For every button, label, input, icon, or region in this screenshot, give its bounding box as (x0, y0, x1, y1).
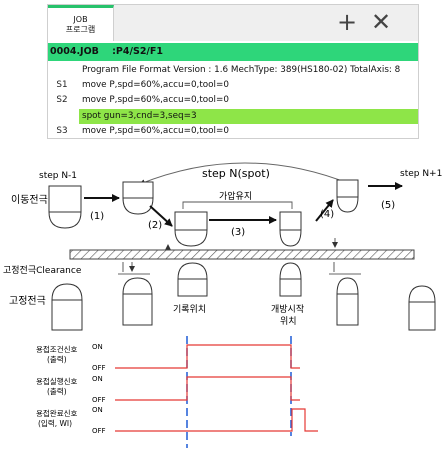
signal1-sub: (출력) (47, 354, 67, 364)
signal3-on: ON (92, 406, 103, 414)
signal1-waveform (115, 344, 300, 369)
moving-electrode-4 (279, 211, 302, 247)
program-line-s1[interactable]: S1 move P,spd=60%,accu=0,tool=0 (48, 78, 418, 93)
pressure-hold-bracket (182, 201, 293, 209)
signal1-name: 용접조건신호 (36, 344, 77, 354)
line-code: Program File Format Version : 1.6 MechTy… (82, 65, 401, 75)
moving-electrode-1 (48, 185, 82, 229)
line-code: spot gun=3,cnd=3,seq=3 (79, 109, 418, 124)
signal3-waveform (115, 408, 318, 432)
fixed-electrode-5 (336, 277, 359, 326)
step-current-label: step N(spot) (202, 167, 270, 180)
signal1-on: ON (92, 343, 103, 351)
program-line-s3[interactable]: S3 move P,spd=60%,accu=0,tool=0 (48, 124, 418, 138)
signal3-off: OFF (92, 427, 106, 435)
add-button[interactable]: + (334, 9, 360, 35)
move-label-1: (1) (90, 211, 104, 222)
pressure-hold-label: 가압유지 (219, 190, 252, 202)
tab-bar: JOB 프로그램 + ✕ (48, 5, 418, 41)
signal2-name: 용접실행신호 (36, 376, 77, 386)
job-file-header: 0004.JOB :P4/S2/F1 (48, 43, 418, 61)
line-code: move P,spd=60%,accu=0,tool=0 (82, 95, 229, 105)
line-code: move P,spd=60%,accu=0,tool=0 (82, 126, 229, 136)
tab-job-program[interactable]: JOB 프로그램 (48, 5, 114, 41)
tab-label-line1: JOB (73, 14, 88, 24)
move-label-4: (4) (320, 209, 334, 220)
signal1-off: OFF (92, 364, 106, 372)
work-plate (69, 249, 415, 260)
plus-icon: + (336, 8, 358, 36)
line-number: S1 (56, 80, 68, 90)
move-label-3: (3) (231, 227, 245, 238)
signal2-off: OFF (92, 396, 106, 404)
move-label-5: (5) (381, 200, 395, 211)
close-icon: ✕ (370, 8, 392, 36)
fixed-electrode-2 (122, 277, 153, 326)
step-prev-label: step N-1 (39, 171, 77, 181)
move-arrow-4 (315, 199, 334, 222)
job-program-panel: JOB 프로그램 + ✕ 0004.JOB :P4/S2/F1 Program … (47, 4, 419, 139)
signal2-on: ON (92, 375, 103, 383)
moving-electrode-label: 이동전극 (11, 194, 48, 206)
fixed-clearance-label: 고정전극Clearance (3, 265, 82, 276)
open-start-label-2: 위치 (280, 315, 297, 327)
program-line-header[interactable]: Program File Format Version : 1.6 MechTy… (48, 63, 418, 78)
moving-electrode-5 (336, 179, 359, 213)
line-number: S3 (56, 126, 68, 136)
close-button[interactable]: ✕ (368, 9, 394, 35)
fixed-electrode-label: 고정전극 (9, 295, 46, 307)
program-line-spot-selected[interactable]: spot gun=3,cnd=3,seq=3 (48, 109, 418, 124)
moving-electrode-2 (122, 181, 154, 215)
fixed-electrode-3 (177, 262, 208, 297)
moving-electrode-3 (174, 211, 208, 247)
signal3-name: 용접완료신호 (36, 409, 77, 418)
program-line-s2[interactable]: S2 move P,spd=60%,accu=0,tool=0 (48, 93, 418, 108)
line-code: move P,spd=60%,accu=0,tool=0 (82, 80, 229, 90)
open-start-label-1: 개방시작 (271, 304, 304, 315)
step-next-label: step N+1 (400, 169, 442, 179)
fixed-electrode-1 (51, 283, 83, 331)
tab-label-line2: 프로그램 (65, 24, 96, 34)
signal3-sub: (입력, WI) (38, 419, 72, 428)
fixed-electrode-6 (408, 285, 436, 331)
record-position-label: 기록위치 (173, 303, 206, 315)
fixed-electrode-4 (279, 262, 302, 297)
signal2-waveform (115, 376, 300, 401)
step-n-arc (139, 162, 351, 185)
move-arrow-2 (149, 205, 173, 227)
move-label-2: (2) (148, 220, 162, 231)
line-number: S2 (56, 95, 68, 105)
signal2-sub: (출력) (47, 386, 67, 396)
